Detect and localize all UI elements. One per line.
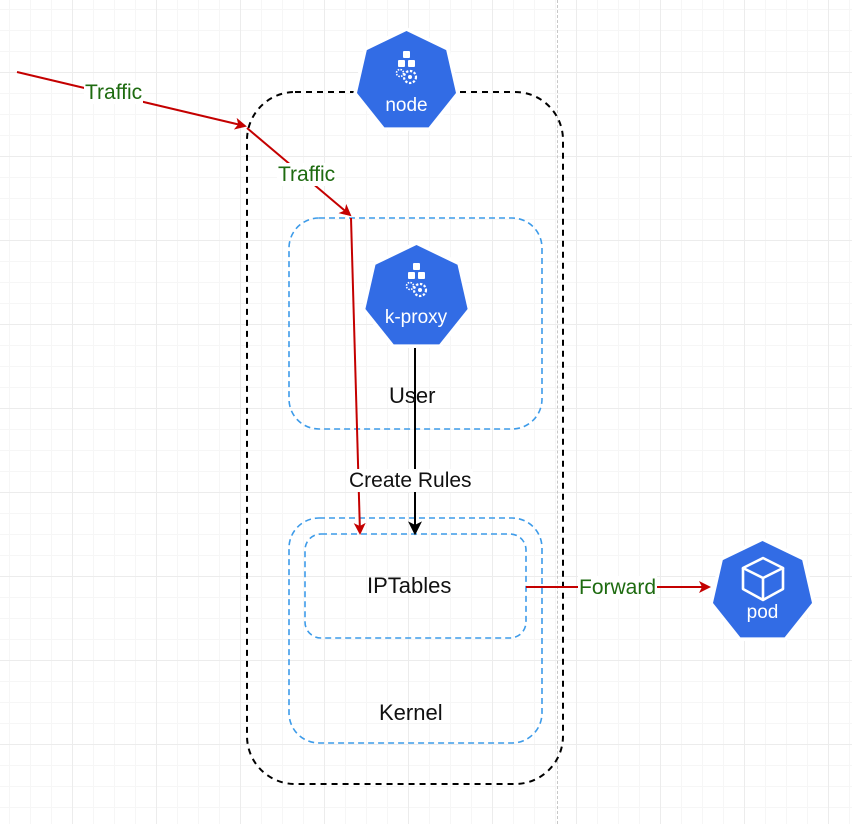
kube-proxy-icon-label: k-proxy (384, 307, 448, 328)
page-break-line (557, 0, 558, 824)
pod-icon (709, 537, 816, 641)
traffic-inner-label: Traffic (277, 163, 337, 186)
node-icon-label: node (385, 95, 428, 116)
pod-icon-label: pod (746, 602, 779, 623)
node-boundary (246, 91, 564, 785)
iptables-label: IPTables (367, 573, 452, 598)
kernel-label: Kernel (379, 700, 443, 725)
kernel-container (288, 517, 543, 744)
create-rules-label: Create Rules (348, 469, 473, 492)
kube-proxy-icon (361, 241, 472, 348)
user-space-label: User (389, 383, 436, 408)
forward-label: Forward (578, 576, 658, 599)
traffic-in-label: Traffic (84, 81, 144, 104)
node-icon (353, 27, 460, 131)
